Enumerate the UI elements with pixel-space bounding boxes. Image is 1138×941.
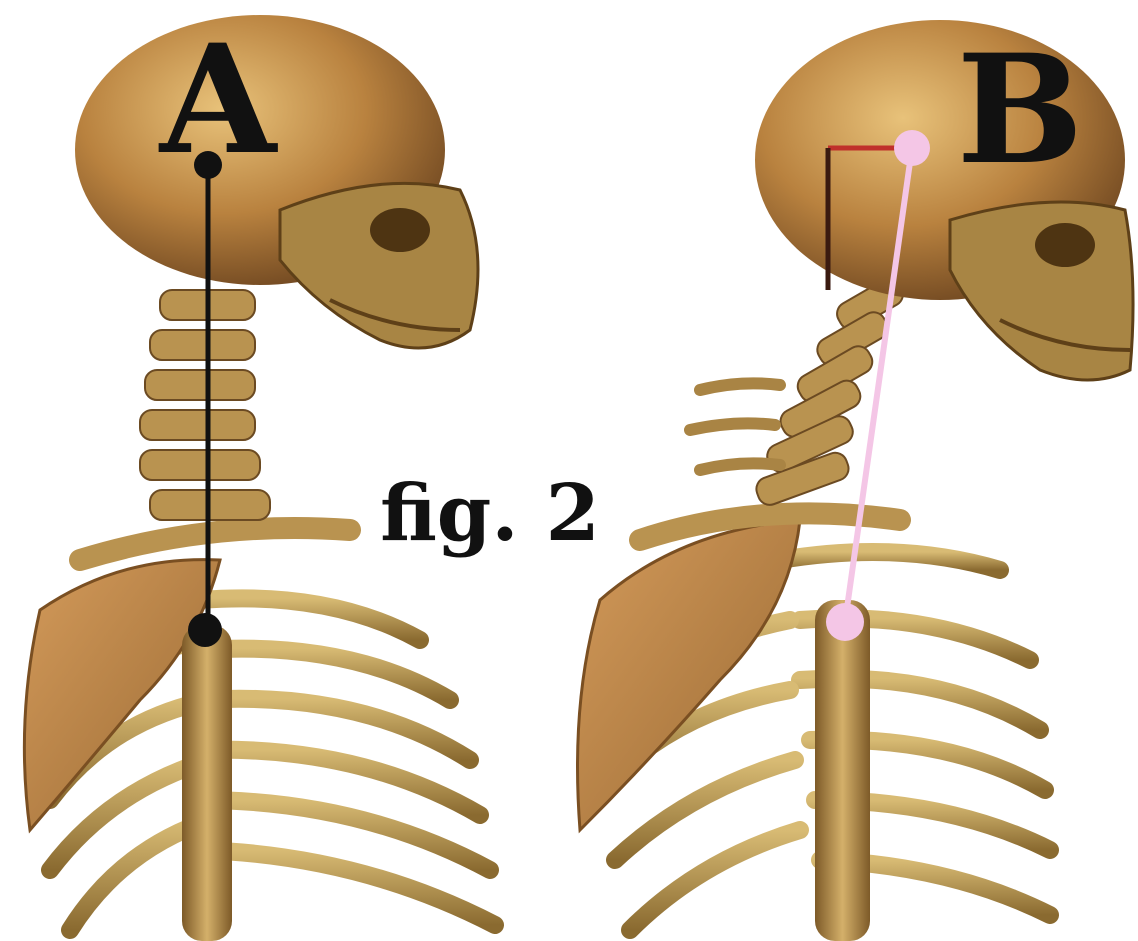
panel-b-label: B — [957, 22, 1084, 198]
cervical-spine-a — [140, 290, 270, 520]
skull-a — [75, 15, 478, 348]
sternum-marker-a — [188, 613, 222, 647]
sternum-marker-b — [826, 603, 864, 641]
sternum-b — [815, 600, 870, 941]
figure-caption: fig. 2 — [380, 468, 600, 559]
clavicle-a — [80, 528, 350, 560]
scapula-b — [578, 520, 801, 830]
panel-a-label: A — [158, 12, 279, 188]
sternum-a — [182, 625, 232, 941]
head-marker-b — [894, 130, 930, 166]
